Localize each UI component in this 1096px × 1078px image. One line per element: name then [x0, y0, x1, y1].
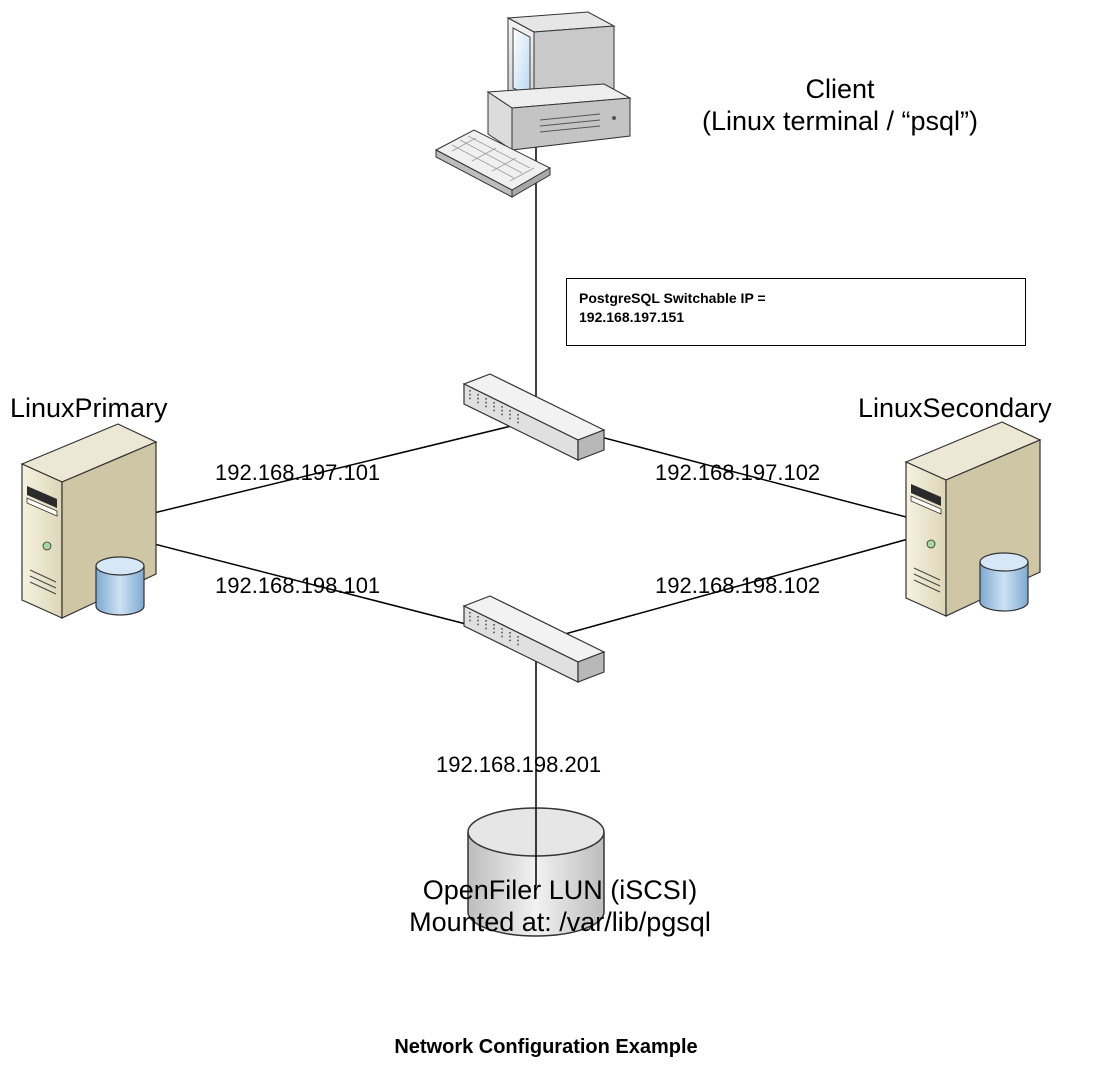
- client-subtitle: (Linux terminal / “psql”): [701, 106, 979, 136]
- lun-mount-path: Mounted at: /var/lib/pgsql: [409, 907, 711, 937]
- switch-storage-icon: [462, 595, 606, 683]
- secondary-storage-ip: 192.168.198.102: [655, 573, 821, 598]
- client-label: Client (Linux terminal / “psql”): [640, 73, 1040, 137]
- connection-lines: [91, 108, 949, 886]
- lun-title: OpenFiler LUN (iSCSI): [422, 875, 698, 905]
- link-switch2-secondary: [535, 527, 949, 643]
- secondary-disk-icon: [979, 552, 1029, 612]
- switch-public-icon: [462, 373, 606, 461]
- primary-public-ip: 192.168.197.101: [215, 460, 381, 485]
- primary-disk-icon: [95, 556, 145, 616]
- switchable-ip-box: PostgreSQL Switchable IP = 192.168.197.1…: [566, 278, 1026, 346]
- link-primary-switch2: [91, 527, 537, 643]
- client-title: Client: [805, 74, 875, 104]
- secondary-public-ip: 192.168.197.102: [655, 460, 821, 485]
- primary-storage-ip: 192.168.198.101: [215, 573, 381, 598]
- lun-storage-icon: [467, 807, 605, 937]
- client-computer-icon: [434, 11, 632, 198]
- lun-label: OpenFiler LUN (iSCSI) Mounted at: /var/l…: [290, 874, 830, 938]
- primary-server-label: LinuxPrimary: [10, 393, 168, 423]
- link-switch1-secondary: [535, 419, 949, 529]
- switchable-ip-value: 192.168.197.151: [579, 309, 685, 325]
- storage-ip: 192.168.198.201: [436, 752, 602, 777]
- switchable-ip-label: PostgreSQL Switchable IP =: [579, 290, 766, 306]
- secondary-server-label: LinuxSecondary: [858, 393, 1052, 423]
- link-primary-switch1: [91, 419, 537, 529]
- diagram-caption: Network Configuration Example: [394, 1036, 698, 1058]
